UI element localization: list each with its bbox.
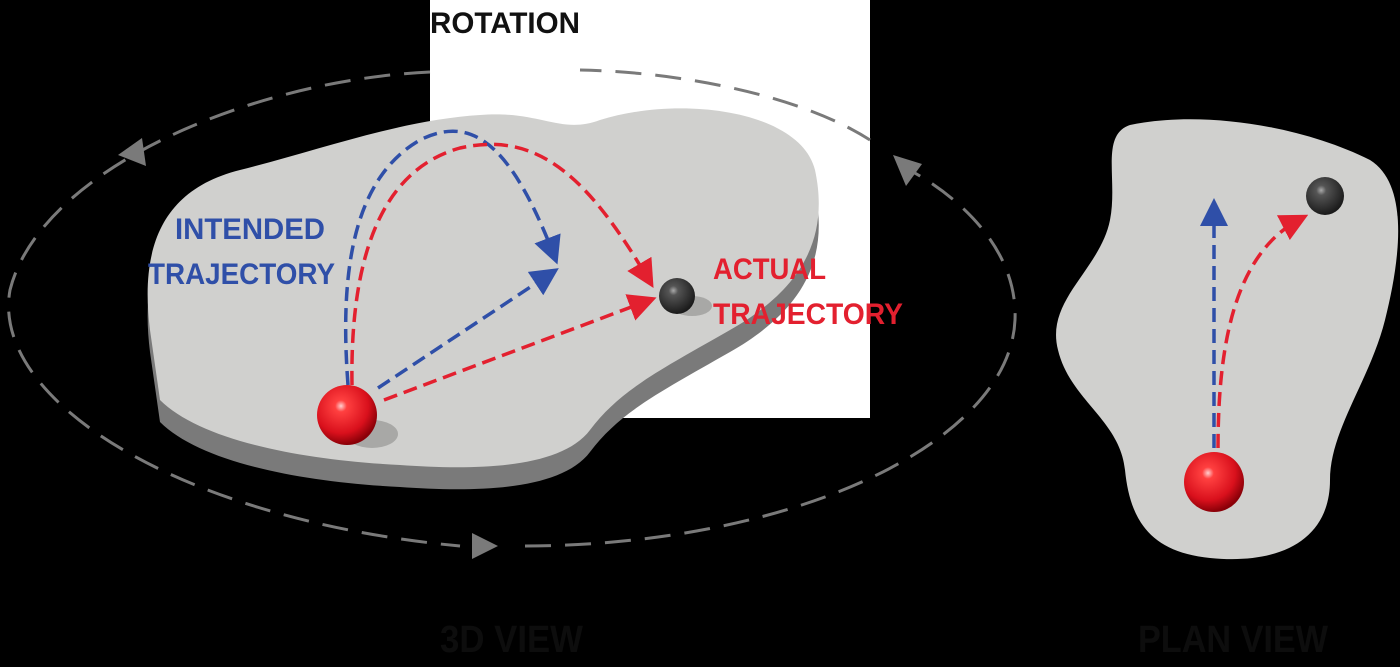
plan-red-ball-icon [1184,452,1244,512]
view-3d-label: 3D VIEW [440,619,583,661]
rotation-path [7,68,1017,548]
rotation-arrow-right-icon [472,533,498,559]
actual-arc [350,142,654,386]
black-ball-icon [659,278,695,314]
intended-straight [377,268,559,390]
view-plan-label: PLAN VIEW [1138,619,1328,661]
plan-actual [1216,214,1309,449]
rotation-arrow-left-icon [118,138,146,166]
intended-label-line1: INTENDED [175,213,325,246]
rotation-arrow-up-icon [893,155,922,186]
intended-arc [343,129,561,386]
actual-straight [383,294,657,402]
rotation-label: ROTATION [430,7,580,40]
actual-label-line2: TRAJECTORY [713,298,903,331]
red-ball-icon [317,385,377,445]
plan-black-ball-icon [1306,177,1344,215]
platform-3d [147,108,819,490]
intended-label-line2: TRAJECTORY [148,258,335,291]
actual-label-line1: ACTUAL [713,253,826,286]
